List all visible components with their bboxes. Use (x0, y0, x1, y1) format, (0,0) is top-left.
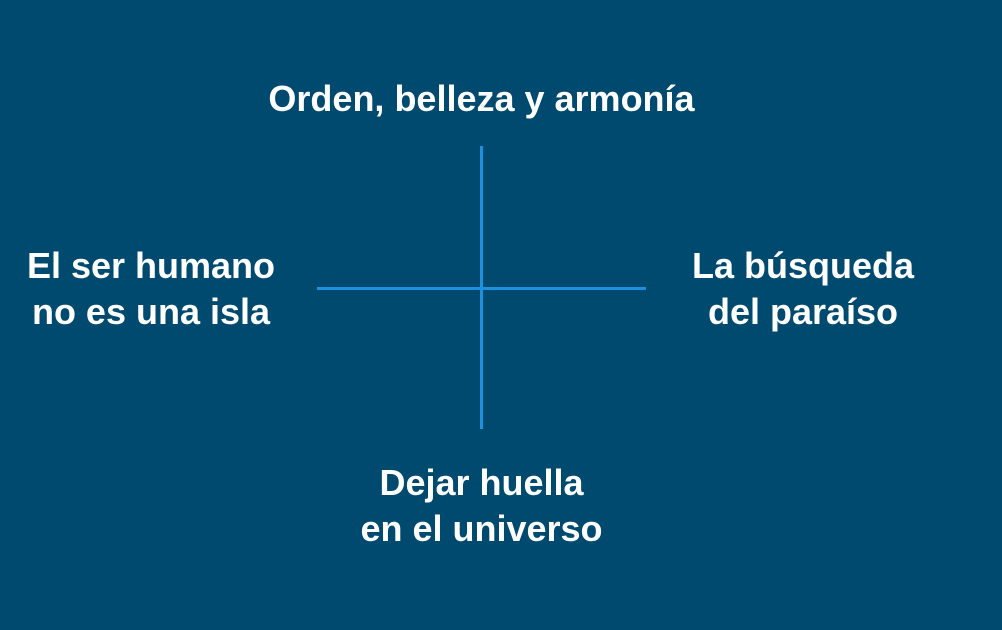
right-label: La búsqueda del paraíso (650, 243, 956, 335)
right-label-line-1: La búsqueda (691, 245, 915, 286)
top-label-line: Orden, belleza y armonía (268, 78, 695, 119)
horizontal-axis (317, 287, 646, 290)
right-label-line-2: del paraíso (707, 291, 899, 332)
bottom-label-line-1: Dejar huella (379, 462, 584, 503)
bottom-label: Dejar huella en el universo (0, 460, 963, 552)
left-label: El ser humano no es una isla (0, 243, 302, 335)
left-label-line-2: no es una isla (31, 291, 271, 332)
left-label-line-1: El ser humano (26, 245, 276, 286)
top-label: Orden, belleza y armonía (0, 76, 963, 122)
bottom-label-line-2: en el universo (360, 508, 603, 549)
